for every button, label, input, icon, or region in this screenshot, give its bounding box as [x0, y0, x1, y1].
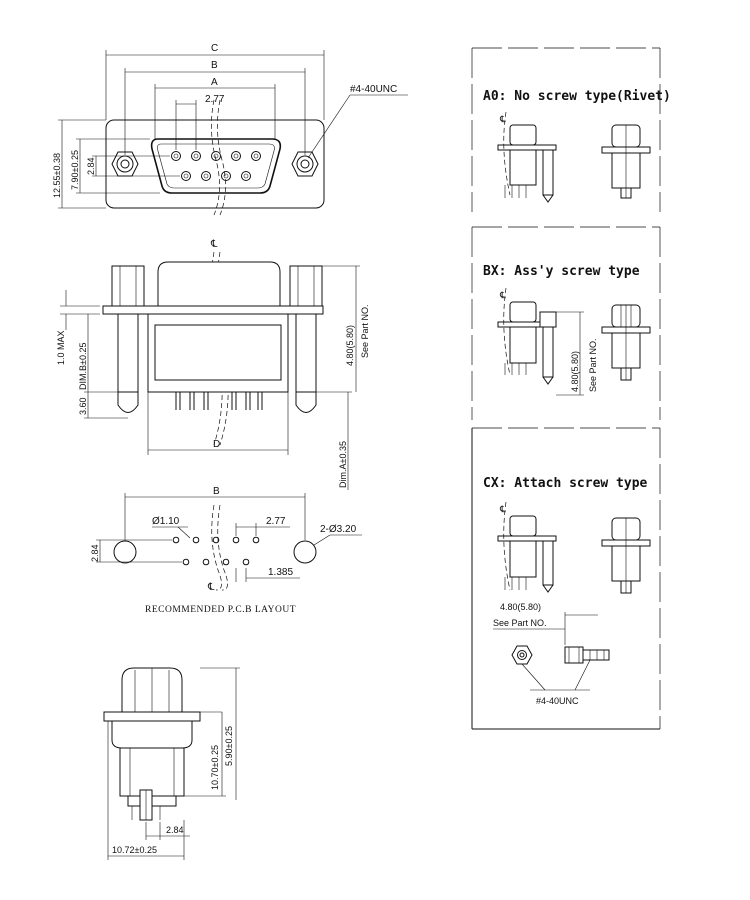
- mount-holes-label: 2-Ø3.20: [320, 524, 357, 535]
- shell-flange: [105, 119, 325, 209]
- svg-text:℄: ℄: [499, 114, 506, 124]
- end-pin-label: 2.84: [166, 825, 184, 835]
- standoff-right: [289, 265, 323, 413]
- cx-screw-end: [601, 517, 651, 594]
- thread-callout: #4-40UNC: [350, 84, 397, 95]
- screw-stud-icon: [564, 646, 610, 664]
- hex-nut-right: [291, 151, 319, 177]
- cx-screw-side: ℄: [497, 501, 557, 593]
- pin-row-bottom: [181, 171, 251, 181]
- front-view: C B A 2.77 #4-40UNC 12.55±0.38 7.90±0.25…: [52, 43, 408, 216]
- pcb-centerline: ℄: [207, 582, 215, 593]
- cx-title: CX: Attach screw type: [483, 476, 648, 491]
- a0-title: A0: No screw type(Rivet): [483, 89, 671, 104]
- a0-rivet-end: [601, 124, 651, 199]
- flange: [102, 305, 324, 315]
- dim-standoff: 4.80(5.80): [345, 325, 355, 366]
- bx-dim: 4.80(5.80): [570, 351, 580, 392]
- standoff-left: [111, 265, 145, 413]
- bx-see: See Part NO.: [588, 338, 598, 392]
- d-sub-shell: [150, 138, 282, 194]
- end-shell-label: 5.90±0.25: [224, 726, 234, 766]
- bx-screw-side: ℄: [497, 287, 557, 385]
- centerline-mark: ℄: [210, 239, 218, 250]
- cx-thread: #4-40UNC: [536, 696, 579, 706]
- hole-dia-label: Ø1.10: [152, 516, 180, 527]
- a0-rivet-side: ℄: [497, 111, 557, 203]
- pcb-pins: [175, 392, 263, 410]
- hex-nut-icon: [511, 645, 533, 665]
- dim-a-tail: Dim.A±0.35: [338, 441, 348, 488]
- dim-d-label: D: [213, 439, 220, 450]
- side-view: ℄ 1.: [56, 239, 370, 490]
- pcb-holes: [172, 536, 260, 566]
- dim-a-label: A: [211, 77, 218, 88]
- mount-hole-right: [293, 540, 317, 564]
- dim-b-label: B: [211, 60, 218, 71]
- see-part-label: See Part NO.: [360, 304, 370, 358]
- cx-see: See Part NO.: [493, 618, 547, 628]
- end-flange: [103, 711, 201, 722]
- half-pitch-label: 1.385: [268, 567, 293, 578]
- cx-dim: 4.80(5.80): [500, 602, 541, 612]
- mount-hole-left: [113, 540, 137, 564]
- dim-one-max: 1.0 MAX: [56, 330, 66, 365]
- options-panel: A0: No screw type(Rivet) ℄ BX: Ass'y scr…: [471, 47, 671, 730]
- pcb-caption: RECOMMENDED P.C.B LAYOUT: [145, 605, 296, 615]
- end-width-label: 10.72±0.25: [112, 845, 157, 855]
- height-shell-label: 7.90±0.25: [70, 150, 80, 190]
- end-view: 10.70±0.25 5.90±0.25 2.84 10.72±0.25: [103, 667, 240, 860]
- svg-text:℄: ℄: [499, 290, 506, 300]
- pcb-layout: B Ø1.10 2.77 2-Ø3.20 2.84 1.385 ℄ RECOMM…: [90, 486, 362, 615]
- bx-title: BX: Ass'y screw type: [483, 264, 640, 279]
- pcb-pitch-label: 2.77: [266, 516, 286, 527]
- row-spacing-label: 2.84: [86, 157, 96, 175]
- pitch-label: 2.77: [205, 94, 225, 105]
- dim-tail: 3.60: [78, 397, 88, 415]
- pin-row-top: [171, 151, 261, 161]
- bx-screw-end: [601, 304, 651, 381]
- dim-c-label: C: [211, 43, 218, 54]
- pcb-row-spacing: 2.84: [90, 544, 100, 562]
- dim-b-height: DIM.B±0.25: [78, 343, 88, 390]
- svg-text:℄: ℄: [499, 504, 506, 514]
- shell-top: [157, 261, 281, 309]
- end-depth-label: 10.70±0.25: [210, 745, 220, 790]
- pcb-dim-b: B: [213, 486, 220, 497]
- height-total-label: 12.55±0.38: [52, 153, 62, 198]
